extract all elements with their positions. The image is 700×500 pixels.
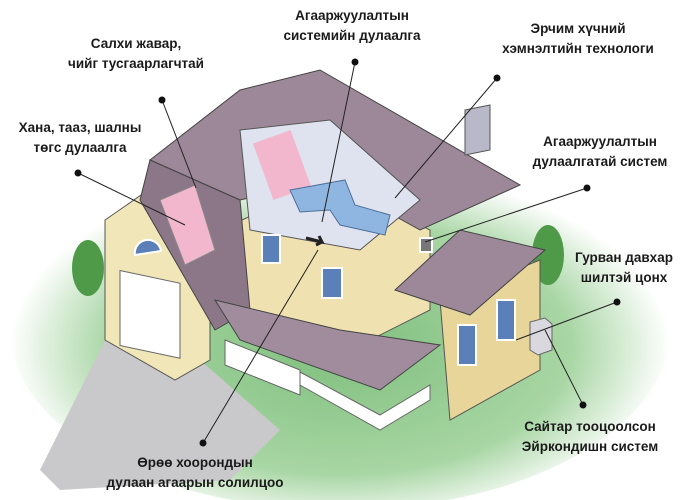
dot bbox=[493, 74, 501, 82]
arched-window bbox=[133, 238, 163, 257]
label-line: дулаалгатай систем bbox=[532, 154, 668, 169]
label-line: дулаан агаарын солилцоо bbox=[106, 475, 284, 490]
label-wall-ceiling-floor: Хана, тааз, шалны төгс дулаалга bbox=[19, 118, 142, 158]
label-wind-moisture: Салхи жавар, чийг тусгаарлагчтай bbox=[68, 34, 204, 74]
dot bbox=[158, 96, 166, 104]
window bbox=[457, 324, 477, 366]
window bbox=[419, 237, 433, 253]
label-line: Гурван давхар bbox=[575, 250, 673, 265]
chimney bbox=[464, 104, 491, 156]
dot bbox=[351, 58, 359, 66]
ac-unit bbox=[529, 317, 553, 356]
label-energy-saving: Эрчим хүчний хэмнэлтийн технологи bbox=[502, 19, 654, 59]
label-line: Салхи жавар, bbox=[90, 36, 182, 51]
label-line: Агааржуулалтын bbox=[295, 8, 409, 23]
label-vent-insulation: Агааржуулалтын системийн дулаалга bbox=[283, 6, 420, 46]
leader-lines bbox=[77, 61, 618, 444]
label-line: шилтэй цонх bbox=[580, 270, 668, 285]
dot bbox=[613, 298, 621, 306]
label-line: Эйркондишн систем bbox=[521, 439, 659, 454]
dot bbox=[583, 184, 591, 192]
label-air-exchange: Өрөө хоорондын дулаан агаарын солилцоо bbox=[106, 453, 283, 493]
garage-door bbox=[119, 269, 181, 359]
window bbox=[321, 267, 343, 299]
tree-left bbox=[72, 240, 104, 296]
driveway bbox=[40, 330, 280, 490]
dot bbox=[199, 439, 207, 447]
label-line: Агааржуулалтын bbox=[543, 134, 657, 149]
label-line: Сайтар тооцоолсон bbox=[524, 419, 656, 434]
porch-railing bbox=[224, 339, 301, 396]
label-air-conditioning: Сайтар тооцоолсон Эйркондишн систем bbox=[522, 417, 658, 457]
label-line: чийг тусгаарлагчтай bbox=[68, 56, 204, 71]
porch-railing-front bbox=[299, 371, 431, 431]
air-duct bbox=[289, 179, 391, 236]
label-line: Хана, тааз, шалны bbox=[18, 120, 142, 135]
label-line: системийн дулаалга bbox=[283, 28, 421, 43]
airflow-arrow-icon bbox=[305, 235, 325, 247]
label-line: Эрчим хүчний bbox=[530, 21, 626, 36]
label-insulated-vent: Агааржуулалтын дулаалгатай систем bbox=[533, 132, 668, 172]
windows bbox=[261, 234, 516, 366]
leader-dots bbox=[74, 58, 621, 447]
dot bbox=[579, 401, 587, 409]
insulation-roof-pink bbox=[159, 184, 216, 266]
window bbox=[261, 234, 281, 264]
label-line: төгс дулаалга bbox=[33, 140, 127, 155]
window bbox=[496, 299, 516, 341]
label-line: хэмнэлтийн технологи bbox=[502, 41, 654, 56]
label-line: Өрөө хоорондын bbox=[137, 455, 253, 470]
dot bbox=[74, 169, 82, 177]
insulation-pink bbox=[252, 129, 312, 201]
label-triple-glazing: Гурван давхар шилтэй цонх bbox=[575, 248, 673, 288]
porch-roof bbox=[213, 299, 442, 391]
right-wing-roof bbox=[394, 229, 547, 316]
